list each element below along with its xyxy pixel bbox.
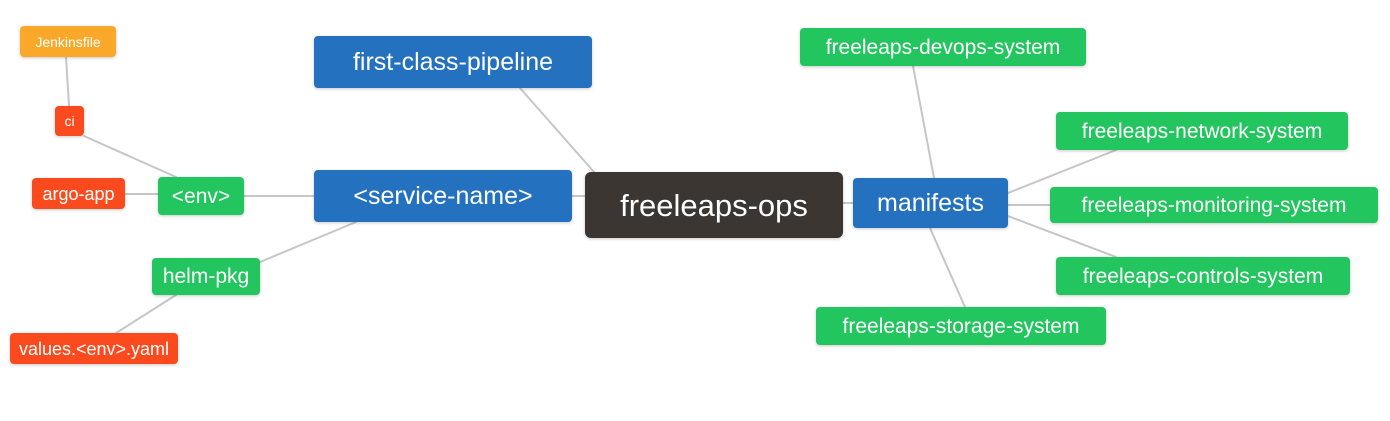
node-label-root: freeleaps-ops (620, 187, 808, 223)
node-label-values: values.<env>.yaml (18, 338, 170, 359)
node-label-pipeline: first-class-pipeline (352, 47, 554, 76)
node-service[interactable]: <service-name> (314, 170, 572, 222)
node-label-manifests: manifests (877, 188, 984, 217)
edge-root-to-pipeline (519, 87, 595, 173)
edge-manifests-to-devops (912, 65, 935, 179)
edge-env-to-ci (83, 135, 177, 178)
edge-helm-to-values (115, 294, 177, 334)
node-monitoring[interactable]: freeleaps-monitoring-system (1050, 187, 1378, 223)
edge-service-to-helm (259, 221, 357, 263)
node-storage[interactable]: freeleaps-storage-system (816, 307, 1106, 345)
node-argo[interactable]: argo-app (32, 178, 125, 209)
node-label-storage: freeleaps-storage-system (842, 314, 1080, 338)
node-label-controls: freeleaps-controls-system (1082, 264, 1324, 288)
node-root[interactable]: freeleaps-ops (585, 172, 843, 238)
node-label-helm: helm-pkg (162, 265, 250, 288)
edge-manifests-to-storage (929, 227, 966, 308)
node-jenkinsfile[interactable]: Jenkinsfile (20, 26, 116, 57)
node-pipeline[interactable]: first-class-pipeline (314, 36, 592, 88)
node-network[interactable]: freeleaps-network-system (1056, 112, 1348, 150)
node-helm[interactable]: helm-pkg (152, 258, 260, 295)
node-devops[interactable]: freeleaps-devops-system (800, 28, 1086, 66)
edge-ci-to-jenkinsfile (65, 56, 70, 107)
node-label-devops: freeleaps-devops-system (825, 35, 1061, 59)
node-label-jenkinsfile: Jenkinsfile (35, 33, 101, 50)
node-values[interactable]: values.<env>.yaml (10, 333, 178, 364)
node-manifests[interactable]: manifests (853, 178, 1008, 228)
node-ci[interactable]: ci (55, 106, 84, 136)
node-controls[interactable]: freeleaps-controls-system (1056, 257, 1350, 295)
node-label-network: freeleaps-network-system (1081, 119, 1323, 143)
node-label-monitoring: freeleaps-monitoring-system (1081, 193, 1347, 217)
node-env[interactable]: <env> (158, 177, 244, 215)
node-label-env: <env> (171, 184, 231, 208)
node-label-ci: ci (64, 113, 75, 129)
node-label-argo: argo-app (42, 183, 115, 204)
node-label-service: <service-name> (353, 181, 533, 210)
